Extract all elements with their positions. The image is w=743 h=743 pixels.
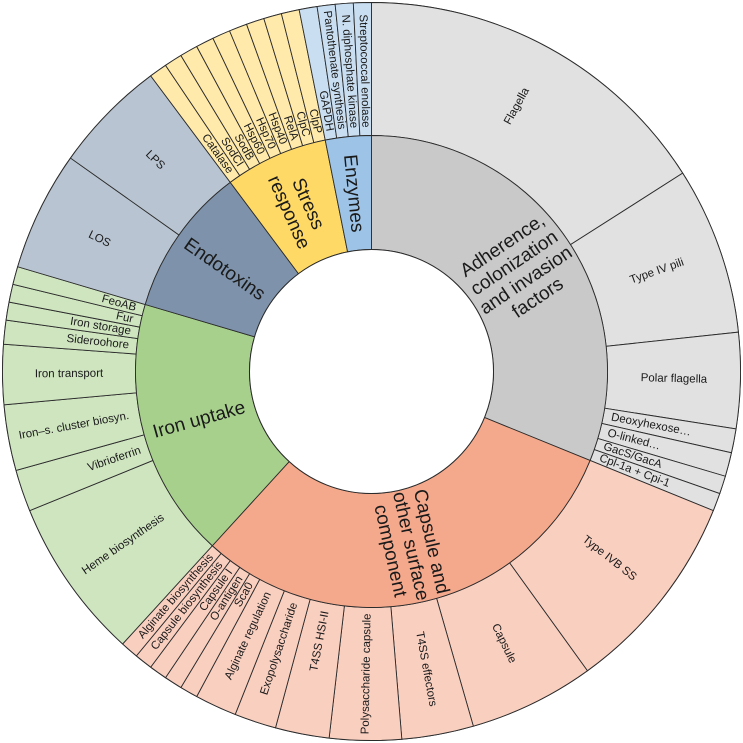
subcategory-label-polysaccharide-capsule: Polysaccharide capsule — [360, 613, 374, 734]
subcategory-label-streptococcal-enolase: Streptococcal enolase — [357, 14, 372, 127]
subcategory-label-clpp: ClpP — [306, 108, 323, 135]
subcategory-label-fur: Fur — [115, 310, 135, 325]
subcategory-label-iron-transport: Iron transport — [35, 368, 104, 381]
subcategory-label-polar-flagella: Polar flagella — [641, 372, 708, 386]
inner-ring — [135, 135, 608, 608]
center-hole — [249, 249, 494, 494]
